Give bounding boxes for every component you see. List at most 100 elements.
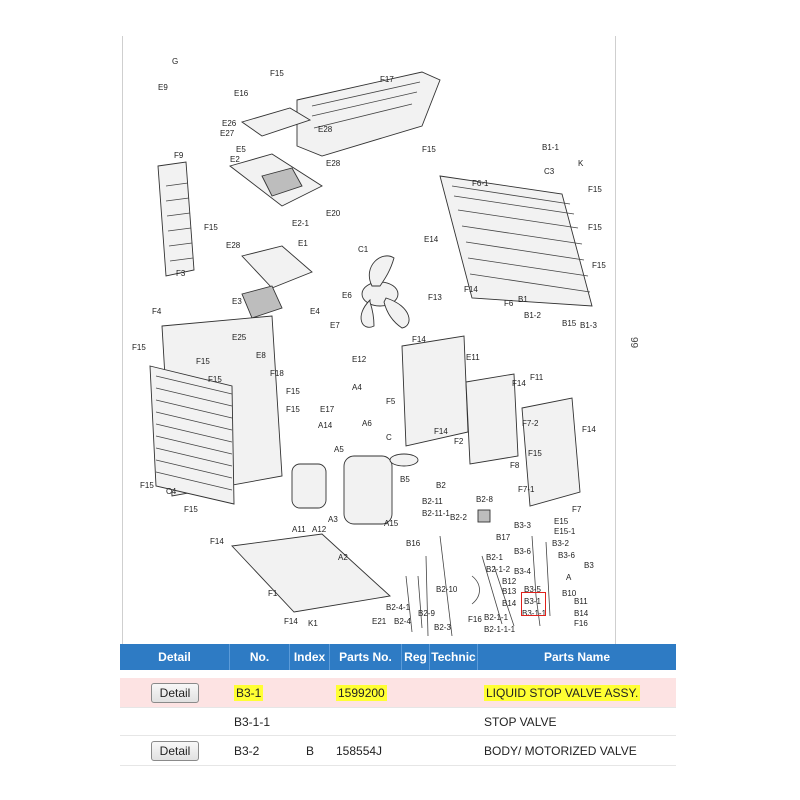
- page-number: 99: [628, 337, 639, 349]
- svg-text:F14: F14: [210, 537, 224, 546]
- svg-text:B10: B10: [562, 589, 577, 598]
- svg-text:F15: F15: [140, 481, 154, 490]
- svg-text:B2-1-2: B2-1-2: [486, 565, 511, 574]
- svg-text:F15: F15: [132, 343, 146, 352]
- svg-text:B3-6: B3-6: [514, 547, 531, 556]
- table-row[interactable]: B3-1-1 STOP VALVE: [120, 708, 676, 736]
- col-parts-name: Parts Name: [543, 650, 611, 664]
- part-name: LIQUID STOP VALVE ASSY.: [484, 684, 641, 701]
- svg-text:B11: B11: [574, 597, 588, 606]
- svg-text:C4: C4: [166, 487, 177, 496]
- svg-text:F16: F16: [574, 619, 588, 628]
- detail-button[interactable]: Detail: [150, 740, 200, 761]
- parts-table: Detail No. Index Parts No. Reg Technic P…: [120, 644, 676, 766]
- svg-text:A12: A12: [312, 525, 327, 534]
- part-no: B3-2: [234, 743, 260, 758]
- svg-text:E11: E11: [466, 353, 480, 362]
- svg-text:F11: F11: [530, 373, 544, 382]
- table-header: Detail No. Index Parts No. Reg Technic P…: [120, 644, 676, 670]
- svg-text:F7: F7: [572, 505, 582, 514]
- svg-text:F14: F14: [464, 285, 478, 294]
- svg-text:F15: F15: [286, 405, 300, 414]
- svg-text:B2-4: B2-4: [394, 617, 411, 626]
- svg-text:F7-1: F7-1: [518, 485, 535, 494]
- svg-text:E20: E20: [326, 209, 341, 218]
- svg-text:B1: B1: [518, 295, 528, 304]
- svg-text:B3-2: B3-2: [552, 539, 569, 548]
- svg-text:E12: E12: [352, 355, 367, 364]
- svg-text:F15: F15: [528, 449, 542, 458]
- svg-text:F15: F15: [196, 357, 210, 366]
- refrigerant-piping: [405, 509, 551, 637]
- svg-text:E27: E27: [220, 129, 235, 138]
- svg-text:A11: A11: [292, 525, 306, 534]
- part-tech: [430, 736, 478, 765]
- svg-text:B2-1-1-1: B2-1-1-1: [484, 625, 516, 634]
- svg-text:E2-1: E2-1: [292, 219, 309, 228]
- svg-text:B3-6: B3-6: [558, 551, 575, 560]
- parts-number: 1599200: [336, 684, 387, 701]
- svg-text:E26: E26: [222, 119, 237, 128]
- svg-text:B3-4: B3-4: [514, 567, 531, 576]
- svg-text:B2-1: B2-1: [486, 553, 503, 562]
- svg-text:B2-8: B2-8: [476, 495, 493, 504]
- svg-text:B16: B16: [406, 539, 421, 548]
- svg-text:E5: E5: [236, 145, 246, 154]
- part-reg: [402, 708, 430, 735]
- svg-text:A4: A4: [352, 383, 362, 392]
- part-tech: [430, 678, 478, 707]
- svg-text:B15: B15: [562, 319, 577, 328]
- svg-text:B2: B2: [436, 481, 446, 490]
- front-panel: [149, 315, 283, 505]
- svg-text:E28: E28: [318, 125, 333, 134]
- svg-text:A: A: [566, 573, 572, 582]
- svg-text:E3: E3: [232, 297, 242, 306]
- part-name: STOP VALVE: [484, 714, 557, 729]
- part-reg: [402, 678, 430, 707]
- svg-text:F14: F14: [412, 335, 426, 344]
- svg-text:B13: B13: [502, 587, 517, 596]
- svg-text:F15: F15: [208, 375, 222, 384]
- svg-text:E17: E17: [320, 405, 335, 414]
- control-box: [229, 107, 323, 319]
- compressor: [291, 453, 419, 525]
- side-grille: [157, 161, 195, 277]
- table-row[interactable]: Detail B3-2 B 158554J BODY/ MOTORIZED VA…: [120, 736, 676, 766]
- svg-text:B3-3: B3-3: [514, 521, 531, 530]
- svg-text:F18: F18: [270, 369, 284, 378]
- svg-text:A14: A14: [318, 421, 333, 430]
- svg-text:F14: F14: [582, 425, 596, 434]
- part-tech: [430, 708, 478, 735]
- svg-text:F5: F5: [386, 397, 396, 406]
- svg-text:F15: F15: [588, 223, 602, 232]
- svg-text:F13: F13: [428, 293, 442, 302]
- svg-text:F15: F15: [422, 145, 436, 154]
- svg-text:F9: F9: [174, 151, 184, 160]
- part-index: [290, 708, 330, 735]
- svg-text:B2-4-1: B2-4-1: [386, 603, 411, 612]
- svg-text:F17: F17: [380, 75, 394, 84]
- parts-number: [330, 708, 402, 735]
- svg-text:A15: A15: [384, 519, 399, 528]
- svg-text:B3-5: B3-5: [524, 585, 541, 594]
- svg-text:E15: E15: [554, 517, 569, 526]
- svg-text:F2: F2: [454, 437, 464, 446]
- svg-text:F15: F15: [286, 387, 300, 396]
- fan-blade: [360, 255, 410, 329]
- svg-text:E16: E16: [234, 89, 249, 98]
- table-row[interactable]: Detail B3-1 1599200 LIQUID STOP VALVE AS…: [120, 678, 676, 708]
- svg-text:F15: F15: [592, 261, 606, 270]
- svg-text:B12: B12: [502, 577, 517, 586]
- col-technic: Technic: [430, 644, 478, 670]
- part-name: BODY/ MOTORIZED VALVE: [484, 743, 637, 758]
- svg-text:F14: F14: [284, 617, 298, 626]
- svg-text:B2-10: B2-10: [436, 585, 458, 594]
- detail-button[interactable]: Detail: [150, 682, 200, 703]
- svg-text:F8: F8: [510, 461, 520, 470]
- svg-text:B2-11-1: B2-11-1: [422, 509, 450, 518]
- svg-text:A6: A6: [362, 419, 372, 428]
- svg-text:B5: B5: [400, 475, 410, 484]
- svg-text:E15-1: E15-1: [554, 527, 576, 536]
- svg-text:F14: F14: [434, 427, 448, 436]
